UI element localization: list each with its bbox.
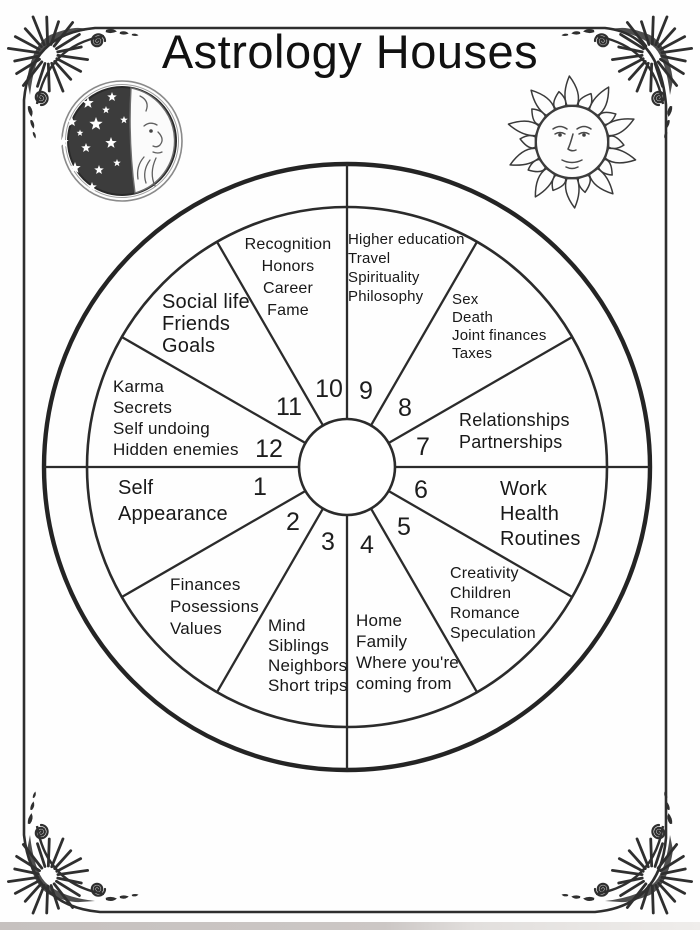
house-9-keywords: Higher education Travel Spirituality Phi… (348, 231, 465, 305)
house-10-number: 10 (315, 375, 343, 403)
moon-icon (57, 80, 183, 202)
house-5-number: 5 (397, 513, 411, 541)
house-4-number: 4 (360, 531, 374, 559)
house-6-number: 6 (414, 476, 428, 504)
page-title: Astrology Houses (161, 25, 539, 78)
house-8-number: 8 (398, 394, 412, 422)
house-11-keywords: Social life Friends Goals (162, 291, 250, 357)
house-12-keywords: Karma Secrets Self undoing Hidden enemie… (113, 377, 239, 459)
house-3-number: 3 (321, 528, 335, 556)
house-5-keywords: Creativity Children Romance Speculation (450, 565, 536, 642)
house-divider-lines (44, 164, 650, 770)
house-2-number: 2 (286, 508, 300, 536)
house-4-keywords: Home Family Where you're coming from (356, 611, 459, 693)
house-8-keywords: Sex Death Joint finances Taxes (452, 291, 547, 362)
house-1-number: 1 (253, 473, 267, 501)
wheel-hub-circle (297, 417, 397, 517)
house-9-number: 9 (359, 377, 373, 405)
house-7-keywords: Relationships Partnerships (459, 410, 570, 452)
house-12-number: 12 (255, 435, 283, 463)
astrology-wheel: 1 2 3 4 5 6 7 8 9 10 11 12 (41, 161, 653, 773)
house-10-keywords: Recognition Honors Career Fame (244, 236, 332, 319)
house-1-keywords: Self Appearance (118, 477, 228, 525)
corner-ornament-bottom-right (561, 791, 691, 913)
corner-ornament-bottom-left (8, 791, 138, 913)
house-6-keywords: Work Health Routines (500, 478, 581, 550)
scan-artifact-strip (0, 922, 700, 930)
house-11-number: 11 (276, 393, 302, 421)
house-7-number: 7 (416, 433, 430, 461)
sun-icon (507, 75, 637, 209)
house-2-keywords: Finances Posessions Values (170, 575, 259, 638)
house-3-keywords: Mind Siblings Neighbors Short trips (268, 616, 348, 695)
